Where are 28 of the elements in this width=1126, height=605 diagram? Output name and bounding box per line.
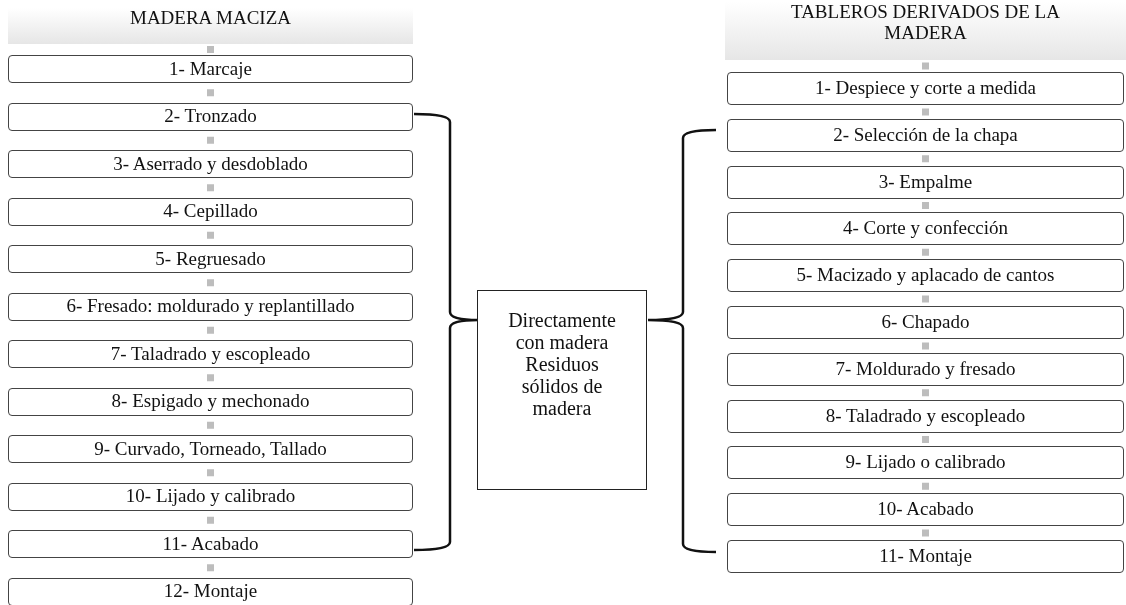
process-box: 6- Chapado — [727, 306, 1124, 339]
note-box: Directamente con madera Residuos sólidos de madera — [477, 290, 647, 490]
process-box: 9- Lijado o calibrado — [727, 446, 1124, 480]
process-box: 4- Corte y confección — [727, 212, 1124, 246]
process-box: 11- Montaje — [727, 540, 1124, 573]
process-box: 6- Fresado: moldurado y replantillado — [8, 292, 413, 321]
process-box: 5- Regruesado — [8, 245, 413, 273]
process-box: 5- Macizado y aplacado de cantos — [727, 259, 1124, 293]
process-box: 11- Acabado — [8, 530, 413, 558]
process-box: 1- Despiece y corte a medida — [727, 72, 1124, 105]
process-box: 7- Moldurado y fresado — [727, 352, 1124, 386]
process-box: 9- Curvado, Torneado, Tallado — [8, 435, 413, 463]
column-heading: MADERA MACIZA — [8, 8, 413, 44]
connector — [207, 44, 214, 55]
column-heading: TABLEROS DERIVADOS DE LA MADERA — [725, 2, 1126, 60]
process-box: 2- Selección de la chapa — [727, 118, 1124, 152]
process-box: 10- Lijado y calibrado — [8, 482, 413, 511]
process-box: 12- Montaje — [8, 577, 413, 605]
process-box: 3- Empalme — [727, 165, 1124, 199]
connector — [922, 60, 929, 72]
process-box: 8- Espigado y mechonado — [8, 387, 413, 416]
process-box: 10- Acabado — [727, 493, 1124, 527]
process-box: 4- Cepillado — [8, 197, 413, 226]
process-box: 7- Taladrado y escopleado — [8, 340, 413, 368]
process-box: 3- Aserrado y desdoblado — [8, 150, 413, 178]
process-box: 8- Taladrado y escopleado — [727, 399, 1124, 433]
process-box: 2- Tronzado — [8, 102, 413, 131]
process-box: 1- Marcaje — [8, 55, 413, 83]
